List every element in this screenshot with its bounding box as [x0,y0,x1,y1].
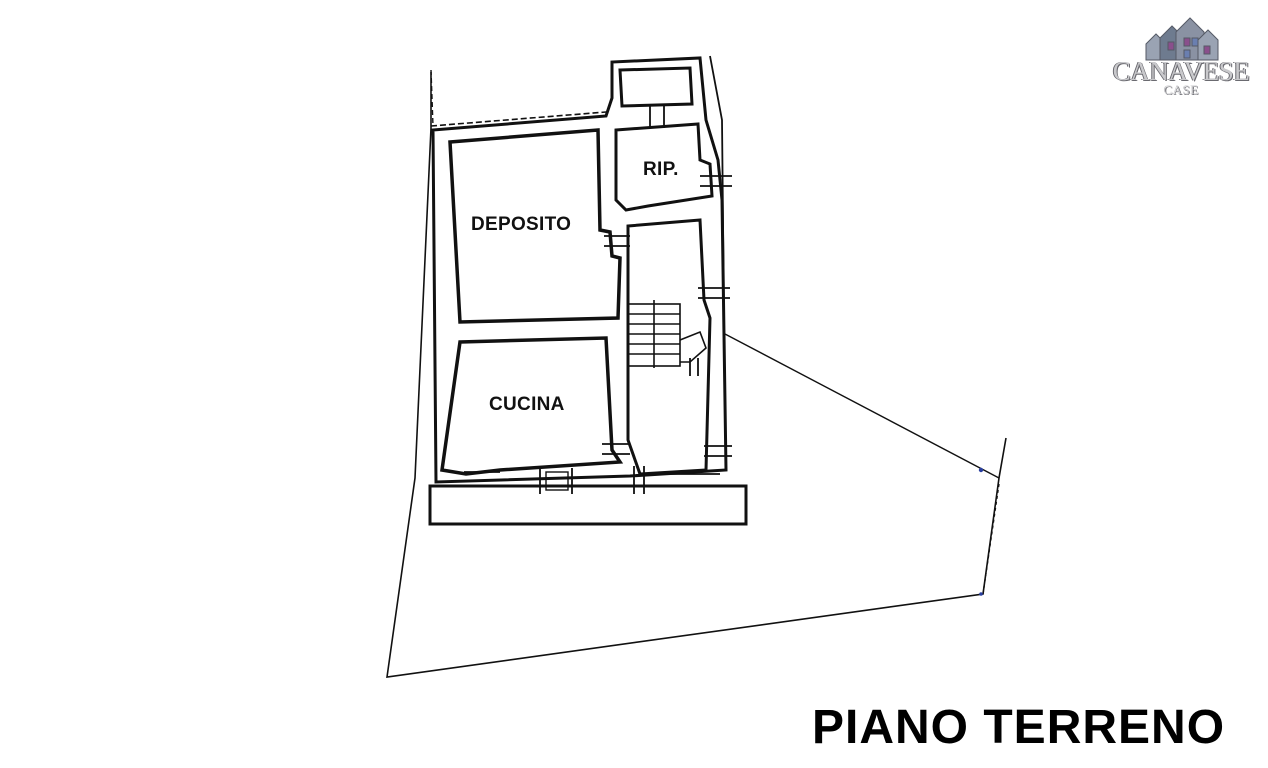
boundary-dashed-top [430,111,607,127]
boundary-marker [978,467,984,473]
room-rip [614,122,714,212]
room-deposito [448,128,622,324]
boundary-diagonal [724,333,1000,479]
company-logo: CANAVESE CASE [1106,14,1256,104]
front-terrace [428,484,748,526]
logo-name: CANAVESE [1112,56,1250,86]
room-label-cucina: CUCINA [489,394,565,415]
staircase [627,300,707,368]
room-label-rip: RIP. [643,159,679,180]
room-cucina [440,336,624,476]
floor-title: PIANO TERRENO [812,701,1226,754]
top-balcony [618,66,694,108]
boundary-left-top [430,69,434,127]
logo-subtitle: CASE [1163,82,1199,97]
property-boundary [386,72,1007,678]
boundary-dashed-right [982,483,1000,595]
building-outer-wall [431,56,728,484]
opening-marks [464,104,732,494]
room-label-deposito: DEPOSITO [471,214,572,235]
boundary-marker [979,592,983,596]
houses-logo-icon [1145,17,1219,61]
corridor [626,218,712,476]
